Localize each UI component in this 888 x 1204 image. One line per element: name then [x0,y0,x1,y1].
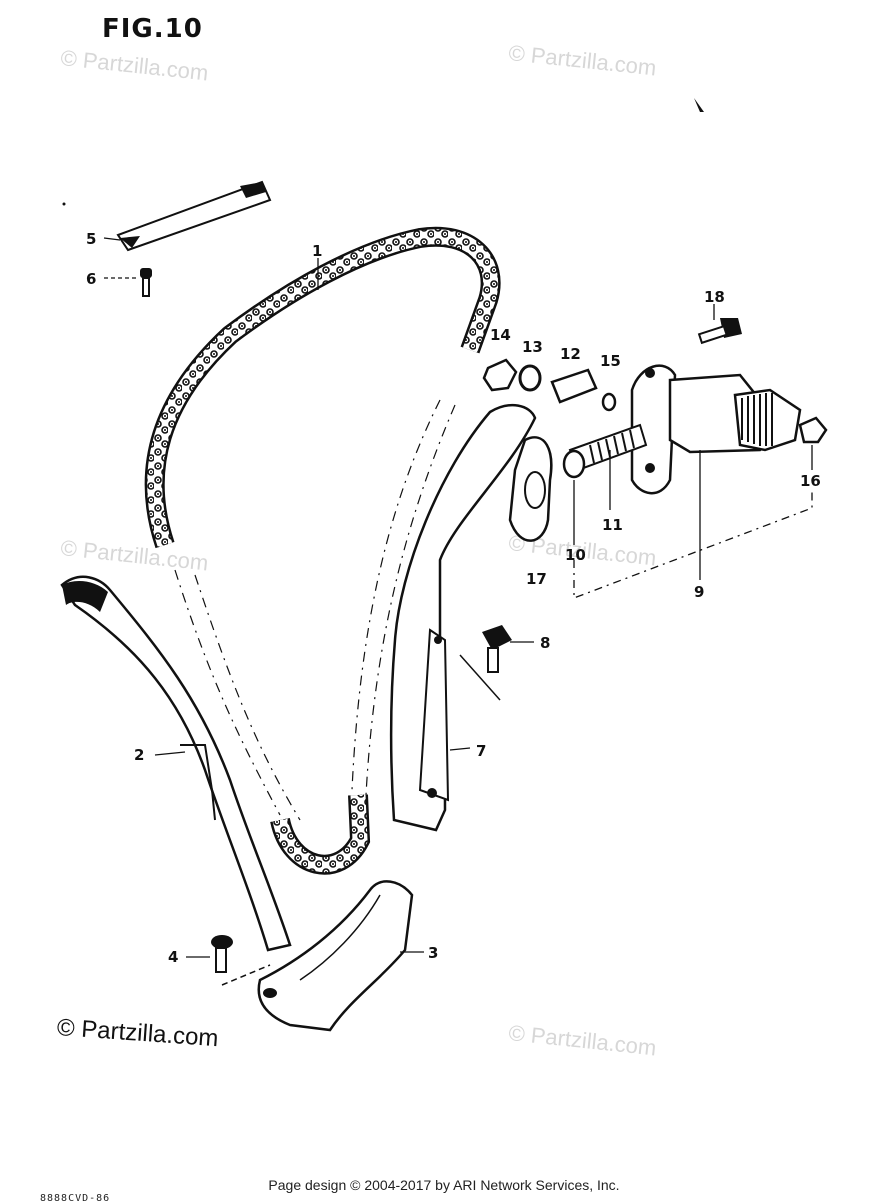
callout-5: 5 [86,230,96,248]
chain-guide-lower [257,880,414,1032]
callout-3: 3 [428,944,438,962]
watermark-text: © Partzilla.com [507,1020,657,1060]
callout-17: 17 [526,570,547,588]
plunger-10 [562,449,586,479]
bolt-18 [697,318,742,345]
callout-1: 1 [312,242,322,260]
bolt-8 [459,625,512,701]
callout-13: 13 [522,338,543,356]
callout-10: 10 [565,546,586,564]
screw-4 [211,935,271,986]
nut-14 [482,358,518,392]
washer-13 [518,364,542,392]
callout-2: 2 [134,746,144,764]
stray-mark [694,98,704,112]
leader-lines [103,237,813,958]
callout-15: 15 [600,352,621,370]
footer-code: 8888CVD-86 [40,1193,111,1204]
watermark-text: © Partzilla.com [59,535,209,575]
watermark-text: © Partzilla.com [507,40,657,80]
pin-12 [550,368,598,404]
chain-guide-upper [116,180,272,252]
stray-dot [62,202,66,206]
callout-12: 12 [560,345,581,363]
screw-6 [140,268,152,297]
callouts: 1 2 3 4 5 6 7 8 9 10 11 12 13 14 15 16 1… [86,230,821,966]
cap-16 [798,416,828,444]
fig-title: FIG.10 [102,14,203,44]
callout-8: 8 [540,634,550,652]
chain-guide-long [60,575,292,952]
tensioner-assembly [630,364,802,495]
callout-4: 4 [168,948,178,966]
watermark-text: © Partzilla.com [59,45,209,85]
callout-9: 9 [694,583,704,601]
gasket-17 [508,436,553,542]
callout-14: 14 [490,326,511,344]
callout-18: 18 [704,288,725,306]
callout-6: 6 [86,270,96,288]
callout-11: 11 [602,516,623,534]
callout-7: 7 [476,742,486,760]
clip-15 [601,392,617,412]
callout-16: 16 [800,472,821,490]
footer-credit: Page design © 2004-2017 by ARI Network S… [268,1177,620,1193]
cam-chain [144,226,501,875]
chain-guide-right [389,403,537,832]
